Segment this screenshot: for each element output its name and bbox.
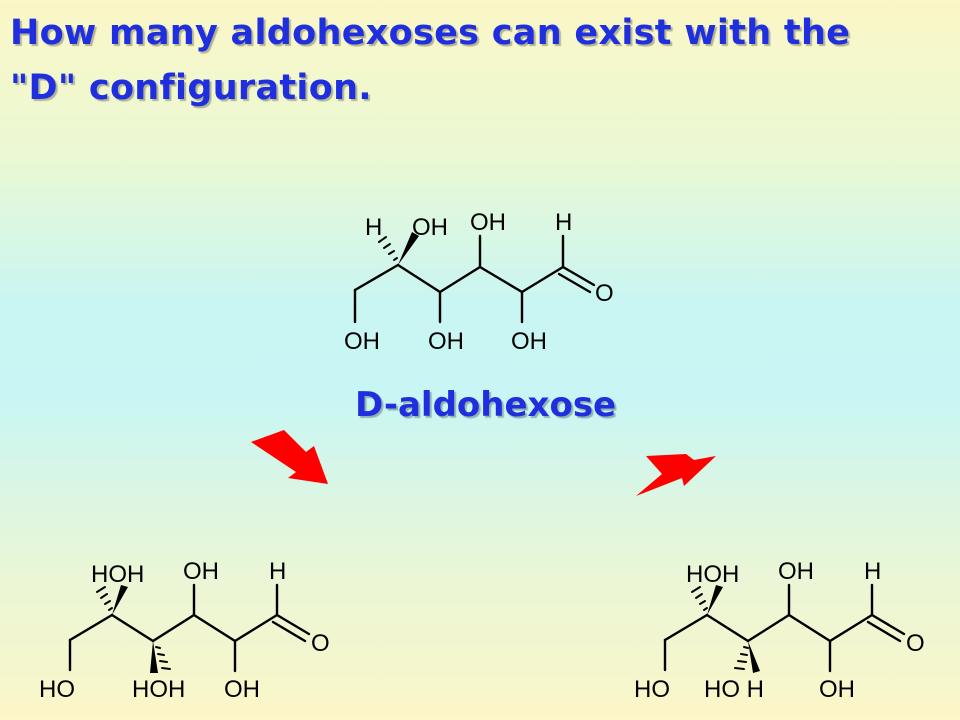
atom-label-h: H bbox=[864, 558, 881, 585]
atom-label-oh: OH bbox=[778, 558, 814, 585]
atom-label-oh: OH bbox=[470, 209, 506, 236]
molecule-d-aldohexose: H OH OH H O OH OH OH bbox=[344, 209, 614, 355]
atom-label-h: H bbox=[365, 214, 382, 241]
hash-bond bbox=[378, 236, 398, 261]
atom-label-oh: OH bbox=[511, 328, 547, 355]
atom-label-ho: HO bbox=[39, 676, 75, 703]
red-block-arrow-down-left-icon bbox=[636, 454, 716, 496]
hash-bond bbox=[691, 586, 708, 611]
slide-title: How many aldohexoses can exist with the … bbox=[10, 6, 910, 116]
title-line-1: How many aldohexoses can exist with the bbox=[10, 13, 851, 53]
hash-bond bbox=[734, 646, 749, 670]
atom-label-ho: HO bbox=[634, 676, 670, 703]
atom-label-oh: OH bbox=[412, 214, 448, 241]
atom-label-o: O bbox=[906, 630, 925, 657]
molecule-caption: D-aldohexose bbox=[355, 385, 617, 425]
wedge-bond bbox=[398, 232, 419, 265]
hash-bond bbox=[155, 646, 171, 670]
atom-label-h: H bbox=[555, 209, 572, 236]
atom-label-hoh: HOH bbox=[686, 561, 739, 588]
atom-label-ho-h: HO H bbox=[704, 676, 764, 703]
atom-label-oh: OH bbox=[183, 558, 219, 585]
wedge-bond bbox=[707, 585, 723, 615]
atom-label-oh: OH bbox=[224, 676, 260, 703]
wedge-bond bbox=[748, 641, 760, 673]
red-block-arrow-down-right-icon bbox=[251, 430, 328, 484]
molecule-epimer-left: HOH OH H O HO HOH OH bbox=[39, 558, 330, 703]
hash-bond bbox=[96, 586, 113, 611]
atom-label-hoh: HOH bbox=[91, 561, 144, 588]
atom-label-oh: OH bbox=[819, 676, 855, 703]
title-line-2: "D" configuration. bbox=[10, 68, 372, 108]
atom-label-oh: OH bbox=[428, 328, 464, 355]
atom-label-o: O bbox=[311, 630, 330, 657]
wedge-bond bbox=[150, 641, 158, 673]
wedge-bond bbox=[112, 585, 128, 615]
atom-label-hoh: HOH bbox=[132, 676, 185, 703]
molecule-epimer-right: HOH OH H O HO HO H OH bbox=[634, 558, 925, 703]
atom-label-o: O bbox=[595, 280, 614, 307]
atom-label-oh: OH bbox=[344, 328, 380, 355]
atom-label-h: H bbox=[269, 558, 286, 585]
